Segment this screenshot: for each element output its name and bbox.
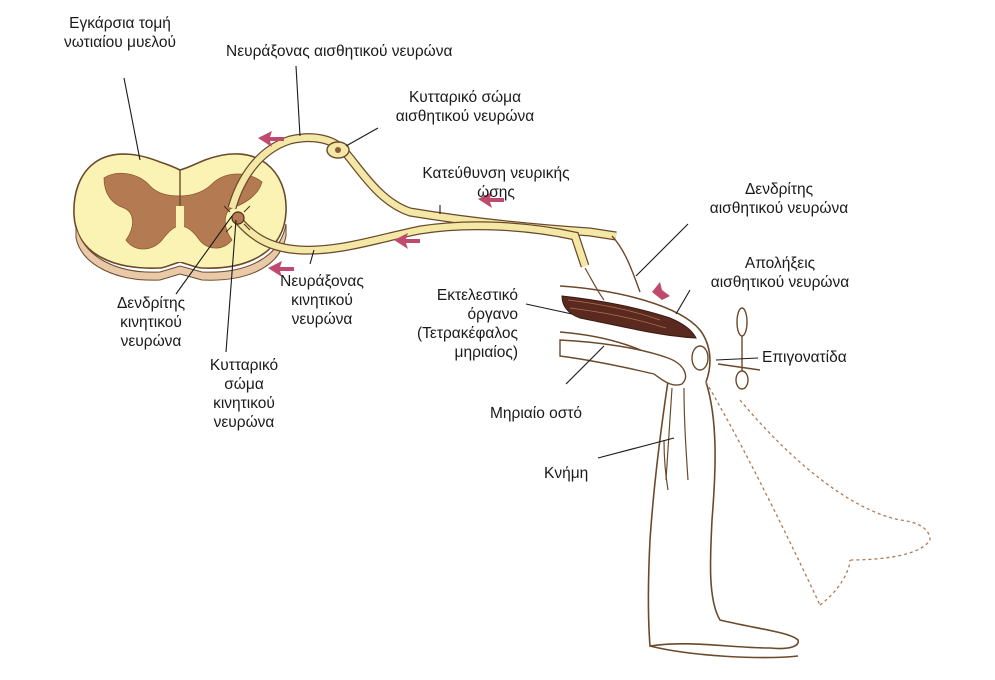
label-motor-dendrite: Δενδρίτης κινητικού νευρώνα	[96, 294, 206, 351]
label-line: νευρώνα	[120, 333, 182, 350]
leader-lines	[123, 65, 759, 459]
impulse-arrows	[258, 131, 670, 300]
label-femur: Μηριαίο οστό	[490, 404, 582, 423]
label-motor-axon: Νευράξονας κινητικού νευρώνα	[262, 272, 382, 329]
nerve-fibres	[584, 235, 641, 301]
label-line: μηριαίος)	[454, 344, 518, 361]
label-line: αισθητικού νευρώνα	[395, 108, 535, 125]
label-line: Νευράξονας	[280, 273, 364, 290]
label-line: κινητικού	[213, 395, 275, 412]
label-sensory-endings: Απολήξεις αισθητικού νευρώνα	[680, 254, 880, 292]
label-patella: Επιγονατίδα	[762, 348, 847, 367]
label-line: Κυτταρικό	[209, 357, 279, 374]
label-line: Απολήξεις	[744, 255, 816, 272]
label-line: ώσης	[477, 184, 515, 201]
patella-and-hammer	[691, 307, 761, 390]
label-line: νωτιαίου μυελού	[64, 34, 176, 51]
leg	[559, 285, 799, 659]
tibia-bone	[663, 387, 689, 491]
label-line: κινητικού	[291, 292, 353, 309]
femur-bone	[559, 339, 687, 386]
label-line: Κατεύθυνση νευρικής	[422, 165, 570, 182]
label-line: Εκτελεστικό	[436, 287, 518, 304]
label-line: (Τετρακέφαλος	[416, 325, 518, 342]
label-line: νευρώνα	[213, 414, 275, 431]
label-effector-organ: Εκτελεστικό όργανο (Τετρακέφαλος μηριαίο…	[352, 286, 518, 362]
label-line: Επιγονατίδα	[762, 349, 847, 366]
label-sensory-cell-body: Κυτταρικό σώμα αισθητικού νευρώνα	[370, 88, 560, 126]
label-line: Δενδρίτης	[744, 181, 814, 198]
label-line: νευρώνα	[291, 311, 353, 328]
label-line: κινητικού	[120, 314, 182, 331]
quadriceps-muscle	[561, 295, 697, 339]
label-impulse-direction: Κατεύθυνση νευρικής ώσης	[398, 164, 594, 202]
label-tibia: Κνήμη	[544, 464, 588, 483]
label-sensory-dendrite: Δενδρίτης αισθητικού νευρώνα	[674, 180, 884, 218]
spinal-cord-cross-section	[73, 153, 287, 281]
label-line: Νευράξονας αισθητικού νευρώνα	[226, 43, 453, 60]
label-spinal-cross-section: Εγκάρσια τομή νωτιαίου μυελού	[36, 14, 204, 52]
label-line: Κυτταρικό σώμα	[408, 89, 522, 106]
label-line: Μηριαίο οστό	[490, 405, 583, 422]
label-line: σώμα	[224, 376, 264, 393]
label-line: Δενδρίτης	[116, 295, 186, 312]
motor-cell-body-shape	[231, 211, 245, 225]
label-sensory-axon: Νευράξονας αισθητικού νευρώνα	[226, 42, 453, 61]
motor-neuron	[223, 205, 590, 268]
label-line: Κνήμη	[544, 465, 589, 482]
label-line: αισθητικού νευρώνα	[710, 274, 850, 291]
label-line: Εγκάρσια τομή	[69, 15, 171, 32]
label-line: αισθητικού νευρώνα	[709, 200, 849, 217]
kick-outline	[705, 381, 931, 606]
label-motor-cell-body: Κυτταρικό σώμα κινητικού νευρώνα	[186, 356, 302, 432]
label-line: όργανο	[467, 306, 518, 323]
